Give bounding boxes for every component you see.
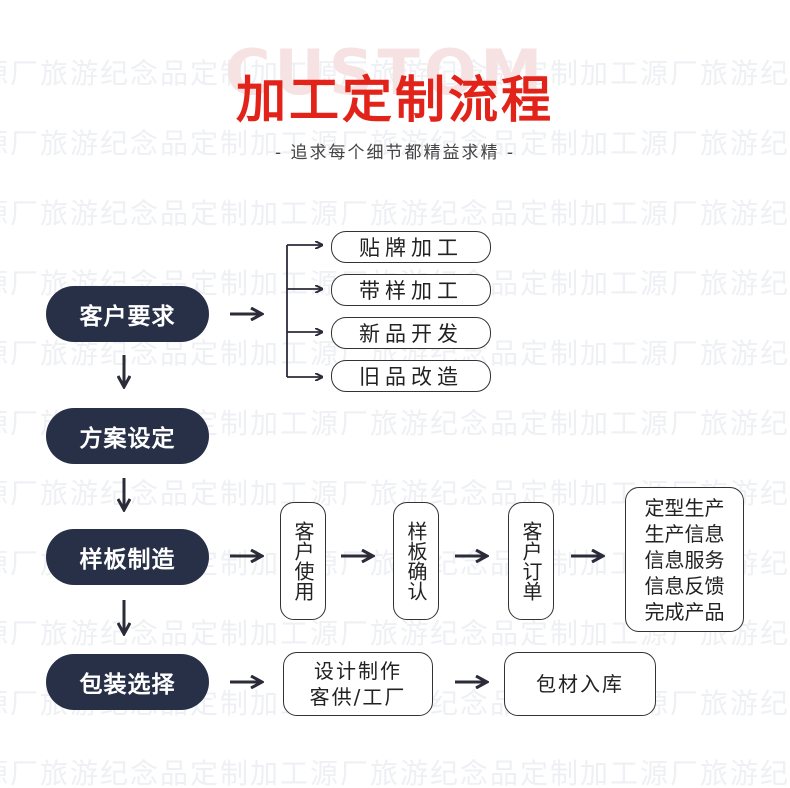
step-sample-making: 样板制造 <box>46 529 209 585</box>
customer-use-box: 客户使用 <box>280 502 326 620</box>
customer-order-box: 客户订单 <box>508 502 554 620</box>
page-title: 加工定制流程 <box>236 71 554 129</box>
production-line: 生产信息 <box>644 521 725 546</box>
production-line: 信息反馈 <box>644 573 725 598</box>
design-label: 设计制作 <box>314 659 402 683</box>
design-supply-box: 设计制作 客供/工厂 <box>283 652 433 716</box>
production-info-box: 定型生产 生产信息 信息服务 信息反馈 完成产品 <box>625 487 744 632</box>
background-word: CUSTOM <box>225 36 547 109</box>
sample-confirm-box: 样板确认 <box>393 502 439 620</box>
option-sample-processing: 带样加工 <box>331 274 491 306</box>
customer-order-label: 客户订单 <box>519 521 543 601</box>
customer-use-label: 客户使用 <box>291 521 315 601</box>
step-packaging-selection: 包装选择 <box>46 654 209 710</box>
step-plan-setting: 方案设定 <box>46 408 209 464</box>
option-new-product: 新品开发 <box>331 317 491 349</box>
option-oem-processing: 贴牌加工 <box>331 231 491 263</box>
material-storage-label: 包材入库 <box>536 672 624 696</box>
production-line: 完成产品 <box>644 599 725 624</box>
option-product-renovation: 旧品改造 <box>331 360 491 392</box>
production-line: 定型生产 <box>644 495 725 520</box>
step-customer-requirement: 客户要求 <box>46 286 209 342</box>
sample-confirm-label: 样板确认 <box>404 521 428 601</box>
page-subtitle: - 追求每个细节都精益求精 - <box>274 143 516 163</box>
branch-bracket <box>286 245 322 377</box>
supply-label: 客供/工厂 <box>309 685 407 709</box>
material-storage-box: 包材入库 <box>504 652 656 716</box>
production-line: 信息服务 <box>644 547 725 572</box>
